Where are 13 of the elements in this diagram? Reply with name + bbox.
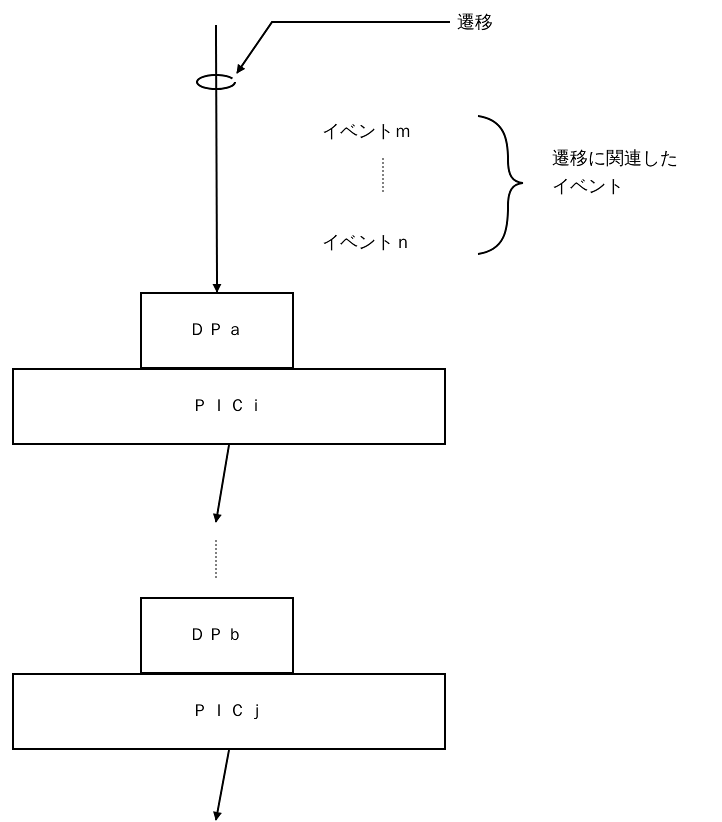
arrow bbox=[212, 25, 222, 293]
arrow bbox=[213, 750, 230, 821]
annotation-text: 遷移に関連したイベント bbox=[552, 147, 679, 199]
arrow bbox=[212, 444, 230, 523]
process-box: ＤＰａ bbox=[140, 292, 294, 369]
process-box: ＰＩＣｊ bbox=[12, 673, 446, 750]
transition-mark bbox=[195, 73, 237, 91]
process-box: ＤＰｂ bbox=[140, 597, 294, 674]
annotation-text: イベントｍ bbox=[322, 120, 413, 144]
process-box: ＰＩＣｉ bbox=[12, 368, 446, 445]
callout-text: 遷移 bbox=[450, 8, 500, 36]
leader-line bbox=[236, 21, 450, 74]
annotation-text: イベントｎ bbox=[322, 231, 413, 255]
